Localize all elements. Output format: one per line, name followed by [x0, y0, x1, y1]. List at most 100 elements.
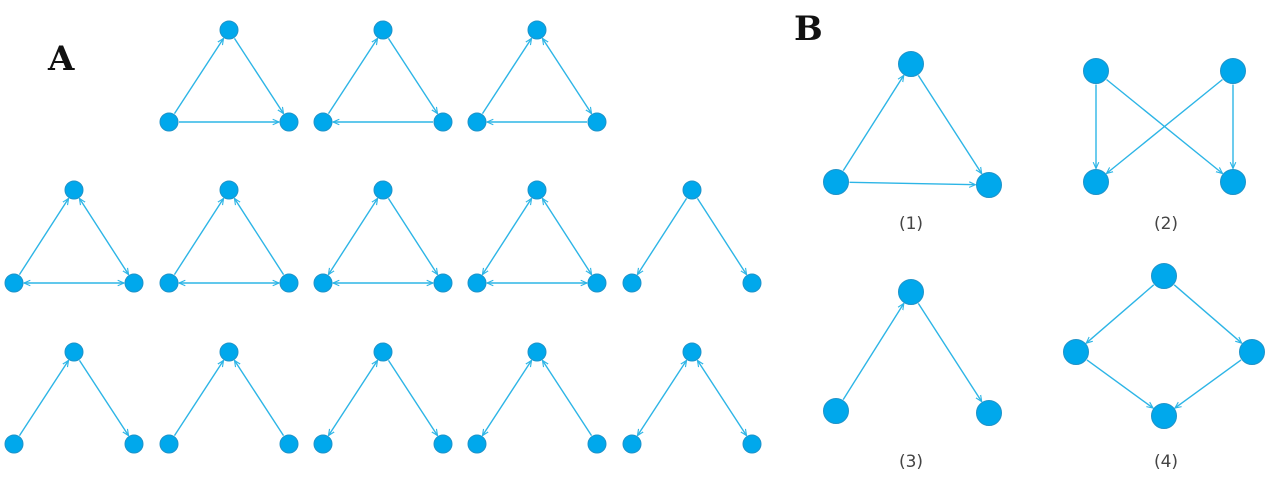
motif-a-13-node-r	[742, 434, 762, 454]
motif-a-8-edge-1	[637, 198, 688, 274]
motif-a-4-node-t	[64, 180, 84, 200]
caption-3: (3)	[899, 452, 923, 472]
motif-a-10-node-t	[219, 342, 239, 362]
motif-b-2-edge-3	[1106, 78, 1223, 173]
motif-a-11	[313, 342, 453, 454]
motif-a-12-edge-1	[482, 360, 531, 435]
motif-a-7-node-l	[467, 273, 487, 293]
motif-b-2-node-tr	[1220, 58, 1246, 84]
motif-b-4-node-t	[1151, 263, 1177, 289]
motif-a-2	[313, 20, 453, 132]
motif-b-4-node-r	[1239, 339, 1265, 365]
motif-a-12-node-r	[587, 434, 607, 454]
motif-a-13-edge-2	[697, 360, 746, 435]
motif-a-2-node-l	[313, 112, 333, 132]
motif-a-8-node-t	[682, 180, 702, 200]
motif-a-11-node-t	[373, 342, 393, 362]
motif-a-3-node-t	[527, 20, 547, 40]
motif-a-3-node-l	[467, 112, 487, 132]
motif-a-10	[159, 342, 299, 454]
motif-b-3	[823, 279, 1002, 426]
motif-b-1-node-r	[976, 172, 1002, 198]
motif-a-3	[467, 20, 607, 132]
motif-a-3-edge-2	[542, 38, 591, 113]
motif-a-9	[4, 342, 144, 454]
motif-a-9-edge-2	[78, 359, 128, 435]
motif-a-11-node-l	[313, 434, 333, 454]
motif-a-5-edge-1	[173, 198, 223, 275]
motif-b-3-node-l	[823, 398, 849, 424]
motif-a-10-node-r	[279, 434, 299, 454]
motif-a-12-node-l	[467, 434, 487, 454]
motif-a-5-node-t	[219, 180, 239, 200]
motif-b-4-edge-3	[1086, 359, 1153, 408]
motif-a-9-node-l	[4, 434, 24, 454]
motif-a-8-edge-2	[696, 198, 746, 274]
motif-b-2	[1083, 58, 1246, 195]
motif-a-10-node-l	[159, 434, 179, 454]
motif-a-2-edge-1	[327, 38, 377, 115]
motif-a-11-edge-2	[387, 359, 437, 435]
motif-b-1-edge-3	[849, 182, 975, 184]
motif-a-7	[467, 180, 607, 293]
motif-a-4-node-r	[124, 273, 144, 293]
motif-a-1-node-t	[219, 20, 239, 40]
motif-a-6-node-r	[433, 273, 453, 293]
motif-b-4-edge-2	[1173, 284, 1242, 343]
motif-a-4-edge-2	[79, 198, 128, 274]
motif-a-6-edge-2	[387, 198, 437, 274]
motif-a-11-node-r	[433, 434, 453, 454]
motif-a-4	[4, 180, 144, 293]
motif-a-12-edge-2	[542, 360, 593, 437]
motif-a-7-edge-2	[542, 198, 591, 274]
motif-a-13-node-l	[622, 434, 642, 454]
motif-b-3-node-r	[976, 400, 1002, 426]
motif-a-6-node-l	[313, 273, 333, 293]
motif-a-7-node-r	[587, 273, 607, 293]
motif-a-1-node-l	[159, 112, 179, 132]
motif-a-13	[622, 342, 762, 454]
motif-b-1-node-t	[898, 51, 924, 77]
motif-b-3-edge-2	[917, 302, 981, 401]
motif-b-4-node-l	[1063, 339, 1089, 365]
motif-a-6-edge-1	[328, 198, 377, 274]
motif-b-1-node-l	[823, 169, 849, 195]
motif-b-4-node-b	[1151, 403, 1177, 429]
panel-b-motifs: (1) (2) (3) (4)	[823, 51, 1265, 472]
motif-a-12-node-t	[527, 342, 547, 362]
motif-a-5-edge-2	[234, 198, 285, 275]
caption-2: (2)	[1154, 214, 1178, 234]
motif-a-5-node-r	[279, 273, 299, 293]
motif-a-10-edge-2	[234, 360, 285, 437]
motif-a-8-node-l	[622, 273, 642, 293]
motif-a-5	[159, 180, 299, 293]
motif-b-4-edge-1	[1086, 284, 1155, 343]
motif-a-13-node-t	[682, 342, 702, 362]
motif-a-2-edge-2	[387, 37, 437, 113]
motif-a-11-edge-1	[328, 360, 377, 435]
motif-b-1-edge-1	[842, 75, 904, 171]
caption-4: (4)	[1154, 452, 1178, 472]
motif-a-1-node-r	[279, 112, 299, 132]
motif-a-1-edge-1	[173, 38, 223, 115]
panel-a-label: A	[47, 39, 75, 79]
motif-a-13-edge-1	[637, 360, 686, 435]
motif-a-3-node-r	[587, 112, 607, 132]
motif-b-4-edge-4	[1175, 359, 1242, 408]
motif-a-1-edge-2	[233, 37, 283, 113]
motif-a-9-edge-1	[18, 360, 68, 437]
motif-a-8	[622, 180, 762, 293]
motif-a-2-node-t	[373, 20, 393, 40]
motif-b-3-edge-1	[842, 303, 904, 400]
motif-a-3-edge-1	[481, 38, 531, 115]
motif-b-3-node-t	[898, 279, 924, 305]
motif-a-7-edge-1	[482, 198, 531, 274]
motif-a-6	[313, 180, 453, 293]
motif-a-8-node-r	[742, 273, 762, 293]
caption-1: (1)	[899, 214, 923, 234]
motif-b-4	[1063, 263, 1265, 429]
motif-a-4-edge-1	[18, 198, 68, 275]
motif-a-6-node-t	[373, 180, 393, 200]
motif-a-9-node-t	[64, 342, 84, 362]
